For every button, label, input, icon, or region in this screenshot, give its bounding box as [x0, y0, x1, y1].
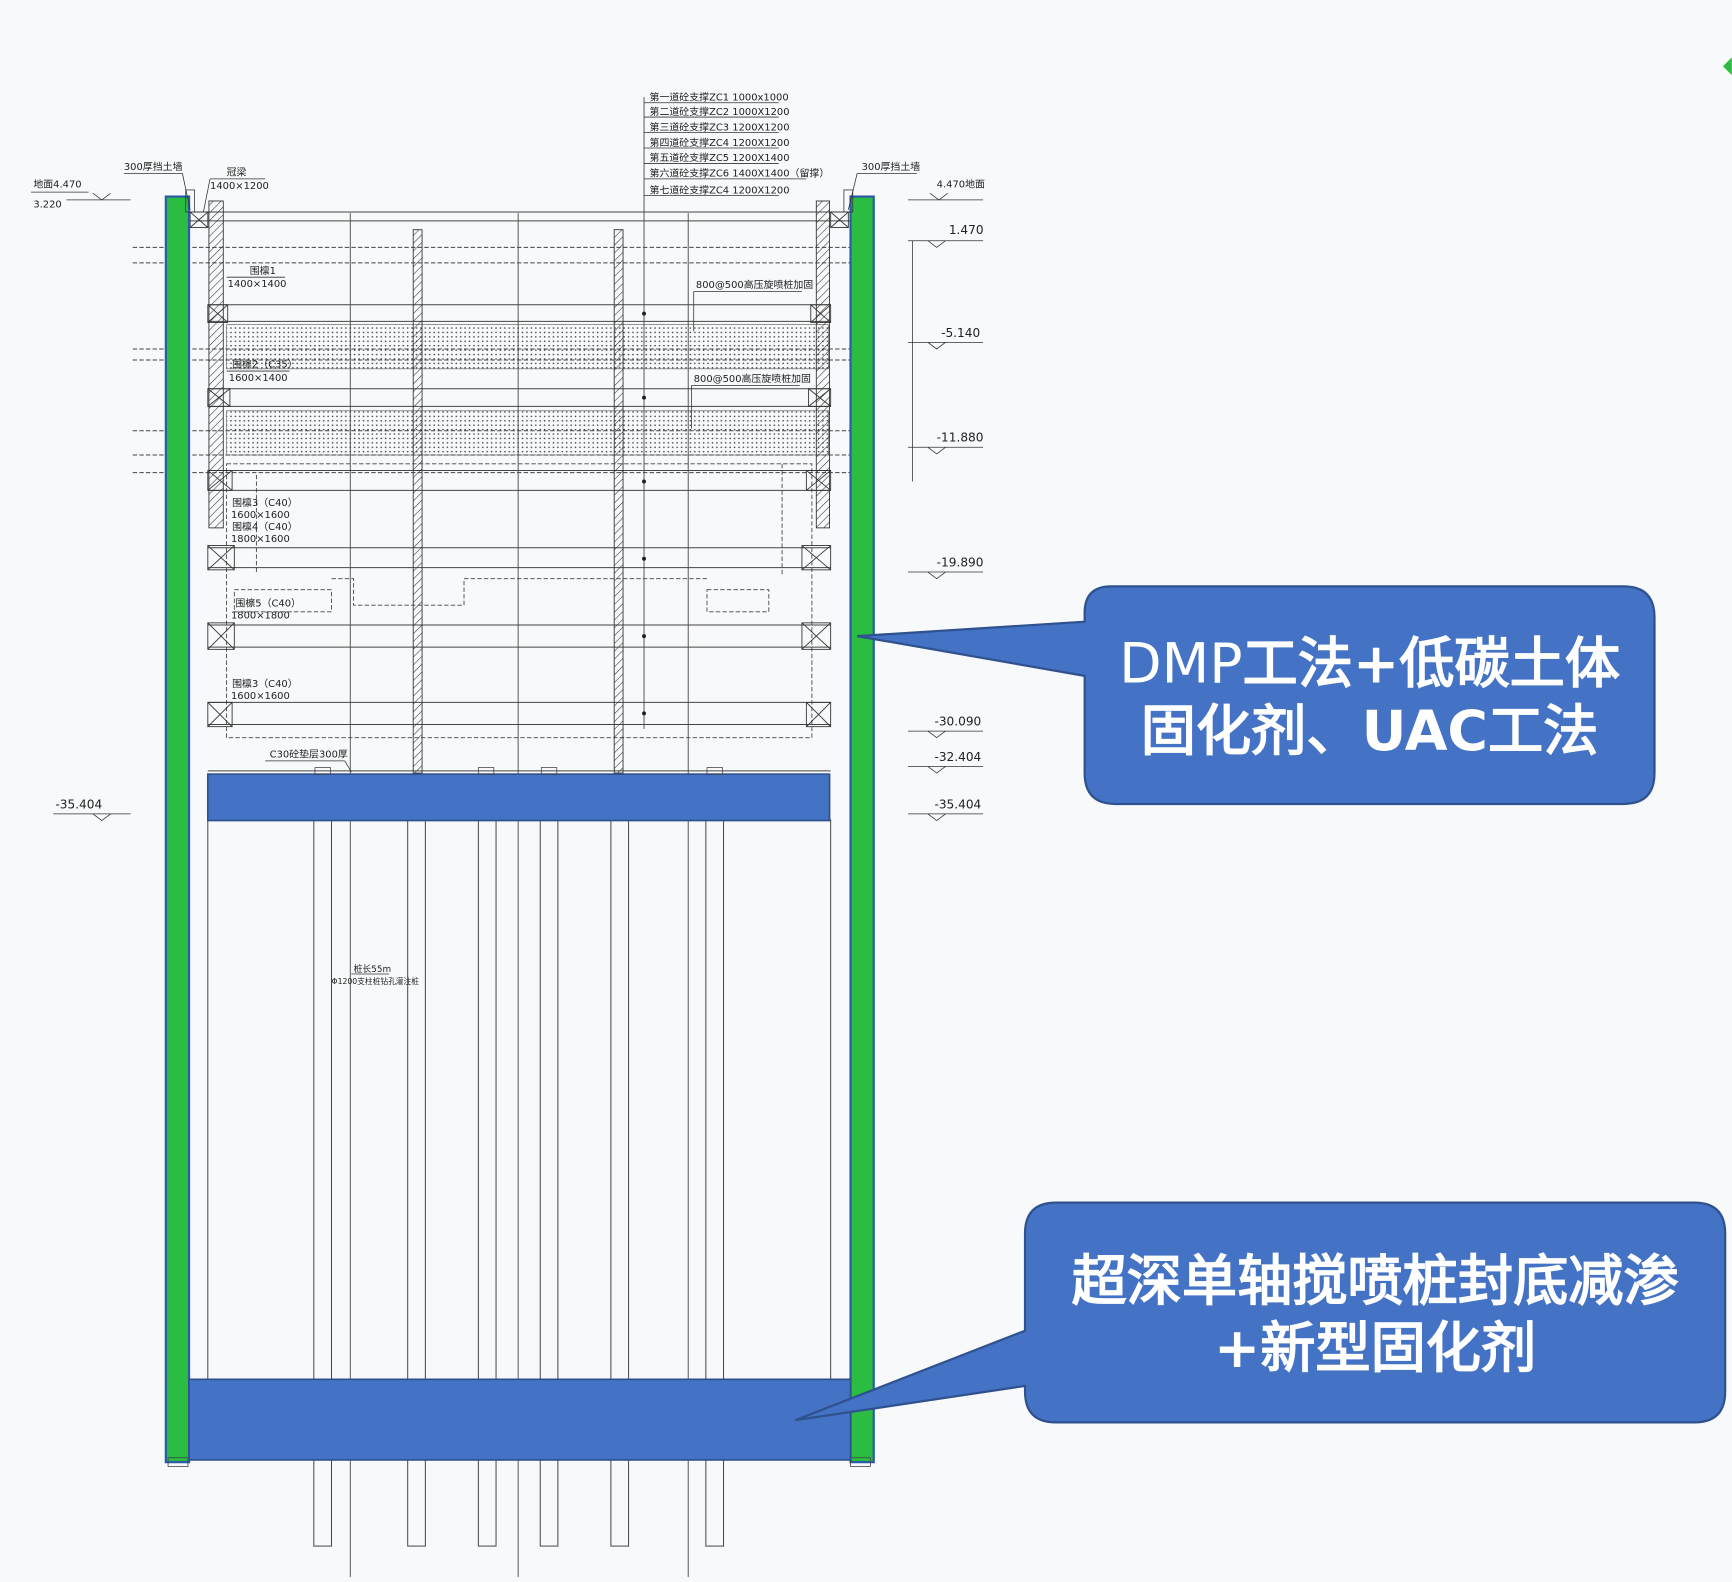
purlin-joints	[189, 211, 849, 728]
reinforcement-zone-2	[226, 410, 829, 456]
column-lines	[349, 97, 689, 1577]
reinforcement-label-2: 800@500高压旋喷桩加固	[694, 372, 811, 385]
upper-callout-line2: 固化剂、UAC工法	[1141, 700, 1599, 764]
slab-bumps	[314, 767, 723, 775]
purlin-2-size: 1600×1400	[229, 373, 288, 384]
purlin-2-name: 围檩2（C35）	[232, 358, 298, 371]
left-elevation: -35.404	[53, 797, 131, 822]
edge-arrow-icon	[1722, 57, 1732, 76]
cap-beam-size: 1400×1200	[210, 181, 269, 192]
upper-callout-line1-b: 工法+低碳土体	[1243, 632, 1621, 696]
left-ground-label: 地面4.470	[33, 178, 81, 191]
lattice-columns	[412, 229, 624, 774]
pile-note-2: Φ1200支柱桩钻孔灌注桩	[331, 976, 419, 986]
elev-5: -30.090	[934, 715, 981, 729]
elev-1: 1.470	[949, 223, 984, 237]
upper-callout: DMP工法+低碳土体 固化剂、UAC工法	[856, 585, 1656, 806]
support-list: 第一道砼支撑ZC1 1000x1000 第二道砼支撑ZC2 1000X1200 …	[644, 90, 829, 196]
lower-callout: 超深单轴搅喷桩封底减渗 +新型固化剂	[794, 1201, 1727, 1424]
right-elevations: 1.470 -5.140 -11.880 -19.890 -30.090 -32…	[907, 223, 984, 822]
left-retaining-wall-label: 300厚挡土墙	[124, 160, 183, 173]
purlin-5-name: 围檩5（C40）	[235, 596, 301, 609]
left-cap-beam-column	[208, 200, 224, 529]
svg-text:DMP工法+低碳土体: DMP工法+低碳土体	[1119, 632, 1621, 696]
elev-6: -32.404	[934, 750, 981, 764]
cushion-label: C30砼垫层300厚	[270, 748, 348, 761]
elev-4: -19.890	[937, 556, 984, 570]
reinforcement-labels: 800@500高压旋喷桩加固 800@500高压旋喷桩加固	[691, 278, 813, 429]
purlin-5-size: 1800×1800	[231, 610, 290, 621]
cap-beam-name: 冠梁	[227, 166, 247, 179]
left-top-labels: 地面4.470 3.220 300厚挡土墙 冠梁 1400×1200	[31, 160, 269, 213]
purlin-1-size: 1400×1400	[228, 279, 287, 290]
right-top-labels: 300厚挡土墙 4.470地面	[843, 160, 985, 213]
left-elev-label: -35.404	[55, 797, 102, 811]
purlin-6-name: 围檩3（C40）	[232, 677, 298, 690]
support-2: 第二道砼支撑ZC2 1000X1200	[650, 105, 790, 118]
purlin-4-name: 围檩4（C40）	[232, 520, 298, 533]
purlin-3-name: 围檩3（C40）	[232, 496, 298, 509]
right-cap-beam-column	[815, 200, 830, 529]
support-3: 第三道砼支撑ZC3 1200X1200	[650, 120, 790, 133]
reinforcement-label-1: 800@500高压旋喷桩加固	[696, 278, 813, 291]
elev-2: -5.140	[941, 326, 980, 340]
right-ground-label: 4.470地面	[937, 178, 985, 191]
lower-callout-line2: +新型固化剂	[1214, 1317, 1536, 1381]
elev-3: -11.880	[937, 431, 984, 445]
upper-callout-line1-a: DMP	[1119, 632, 1242, 696]
left-diaphragm-wall	[164, 195, 191, 1464]
support-6: 第六道砼支撑ZC6 1400X1400（留撑）	[650, 167, 830, 180]
reinforcement-zone-1	[226, 324, 829, 370]
lower-callout-line1: 超深单轴搅喷桩封底减渗	[1071, 1250, 1679, 1314]
left-ground-sub: 3.220	[33, 200, 61, 211]
support-1: 第一道砼支撑ZC1 1000x1000	[650, 90, 789, 103]
purlin-1-name: 围檩1	[250, 264, 276, 277]
purlin-3-size: 1600×1600	[231, 510, 290, 521]
support-7: 第七道砼支撑ZC4 1200X1200	[650, 183, 790, 196]
purlin-6-size: 1600×1600	[231, 691, 290, 702]
purlin-labels: 围檩1 1400×1400 围檩2（C35） 1600×1400 围檩3（C40…	[226, 264, 301, 702]
pile-note-1: 桩长55m	[354, 963, 391, 975]
right-retaining-wall-label: 300厚挡土墙	[862, 160, 921, 173]
support-4: 第四道砼支撑ZC4 1200X1200	[650, 136, 790, 149]
right-diaphragm-wall	[849, 195, 875, 1464]
base-slab	[206, 773, 831, 822]
inner-dashed-frames	[226, 463, 813, 739]
support-5: 第五道砼支撑ZC5 1200X1400	[650, 151, 790, 164]
purlin-4-size: 1800×1600	[231, 534, 290, 545]
bottom-seal-slab	[188, 1378, 852, 1461]
column-dots	[642, 311, 647, 716]
elev-7: -35.404	[934, 797, 981, 811]
